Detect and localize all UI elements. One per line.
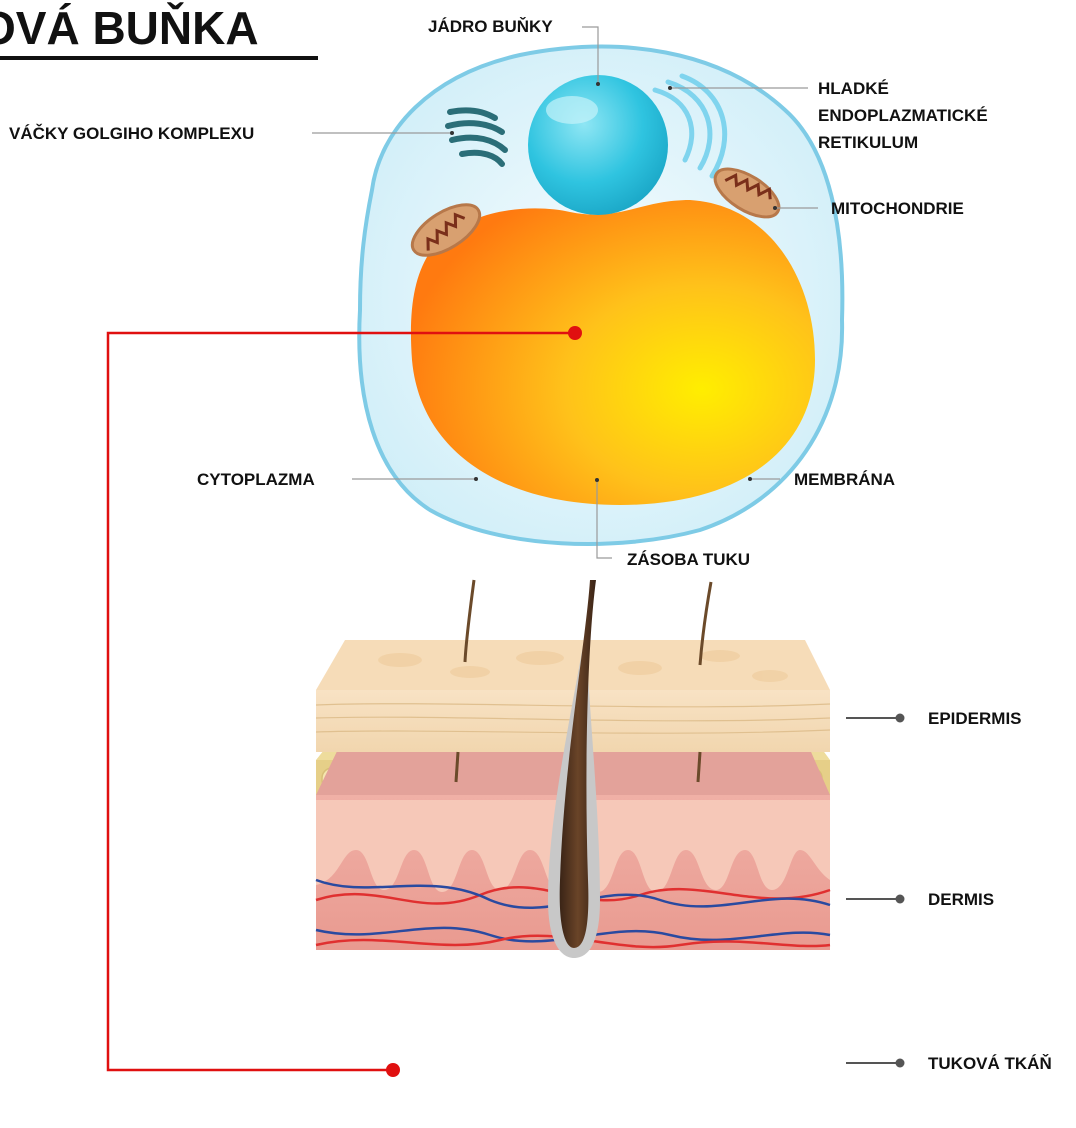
fat-cell [359,47,842,544]
label-smooth-er-line1: HLADKÉ [818,77,889,101]
label-nucleus: JÁDRO BUŇKY [428,15,553,39]
label-adipose: TUKOVÁ TKÁŇ [928,1052,1052,1076]
skin-section [316,580,830,958]
red-dot-adipose [386,1063,400,1077]
label-smooth-er-line3: RETIKULUM [818,131,918,155]
label-fat-store: ZÁSOBA TUKU [627,548,750,572]
nucleus [528,75,668,215]
hair-stub-right [698,752,700,782]
label-golgi: VÁČKY GOLGIHO KOMPLEXU [9,122,254,146]
fat-droplet [411,200,815,505]
skin-leader-dots [896,714,905,1068]
label-mitochondria: MITOCHONDRIE [831,197,964,221]
label-cytoplasm: CYTOPLAZMA [197,468,315,492]
label-dermis: DERMIS [928,888,994,912]
nucleus-highlight [546,96,598,124]
label-membrane: MEMBRÁNA [794,468,895,492]
hair-stub-left [456,752,458,782]
skin-leader-lines [846,718,898,1063]
label-smooth-er-line2: ENDOPLAZMATICKÉ [818,104,988,128]
label-epidermis: EPIDERMIS [928,707,1022,731]
red-dot-cell [568,326,582,340]
